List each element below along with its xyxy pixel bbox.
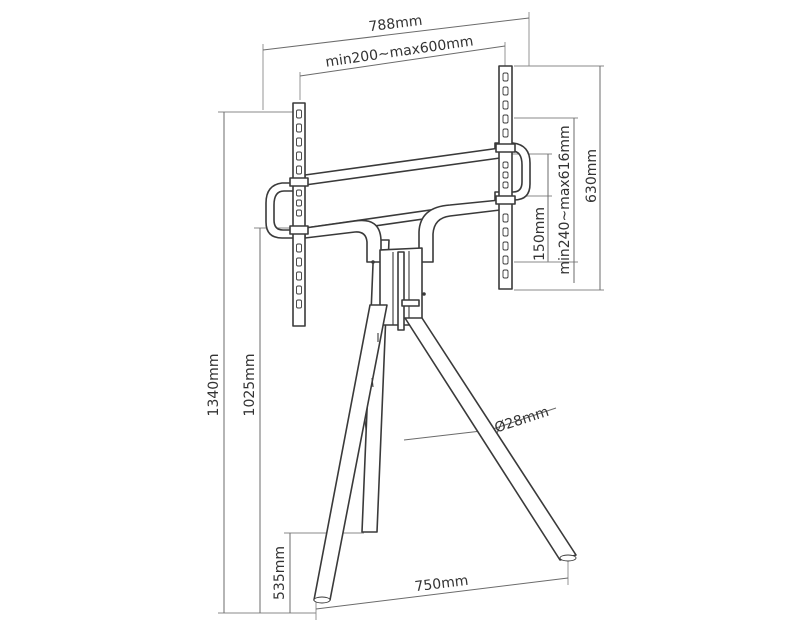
label-535mm: 535mm bbox=[272, 546, 288, 600]
label-1025mm: 1025mm bbox=[242, 354, 258, 417]
label-750mm: 750mm bbox=[414, 573, 470, 595]
right-side-tube bbox=[494, 142, 531, 201]
label-tube-diameter: Ø28mm bbox=[493, 404, 551, 437]
left-curved-arm bbox=[304, 219, 382, 263]
right-front-leg bbox=[404, 317, 577, 561]
upper-crossbar bbox=[304, 147, 501, 186]
label-630mm: 630mm bbox=[584, 149, 600, 203]
label-vesa-horizontal: min200~max600mm bbox=[324, 33, 474, 70]
right-vesa-plate bbox=[495, 65, 516, 290]
label-150mm: 150mm bbox=[532, 207, 548, 261]
dimension-labels: 788mm min200~max600mm 1340mm 1025mm 535m… bbox=[206, 13, 600, 600]
label-1340mm: 1340mm bbox=[206, 354, 222, 417]
right-curved-arm bbox=[418, 199, 501, 263]
stand-body bbox=[265, 142, 577, 604]
left-vesa-plate bbox=[289, 102, 309, 327]
label-788mm: 788mm bbox=[368, 13, 424, 35]
label-vesa-vertical: min240~max616mm bbox=[557, 125, 573, 274]
dimension-lines bbox=[218, 12, 604, 620]
